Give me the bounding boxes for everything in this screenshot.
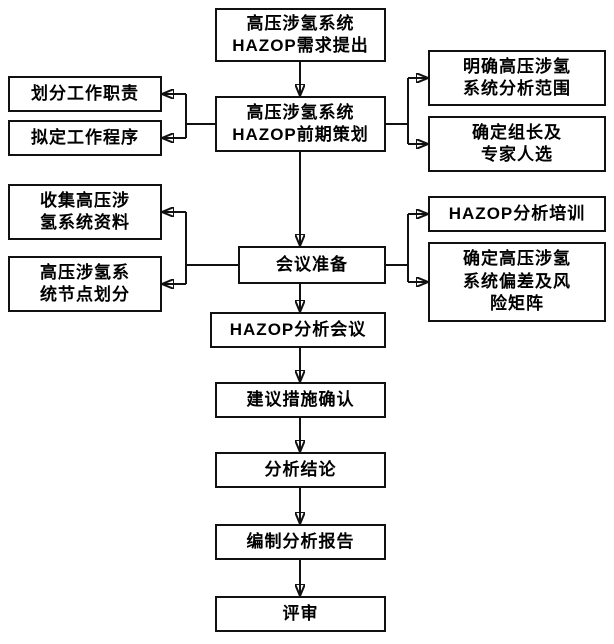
flow-box-planning: 高压涉氢系统 HAZOP前期策划 xyxy=(215,96,386,152)
flow-box-scope: 明确高压涉氢 系统分析范围 xyxy=(428,50,606,106)
flow-box-collect: 收集高压涉 氢系统资料 xyxy=(8,184,162,240)
flow-box-hazop-meeting: HAZOP分析会议 xyxy=(210,312,386,348)
flow-box-duty: 划分工作职责 xyxy=(8,76,162,112)
flow-box-procedure: 拟定工作程序 xyxy=(8,120,162,156)
connector-planning-left xyxy=(185,94,215,138)
flow-box-measures: 建议措施确认 xyxy=(215,382,386,418)
connector-meeting-prep-left xyxy=(185,212,238,284)
flow-box-nodes: 高压涉氢系 统节点划分 xyxy=(8,256,162,312)
flow-box-training: HAZOP分析培训 xyxy=(428,196,606,232)
connector-meeting-prep-right xyxy=(386,214,409,282)
flow-box-meeting-prep: 会议准备 xyxy=(238,246,386,284)
flow-box-leader: 确定组长及 专家人选 xyxy=(428,116,606,172)
flow-box-matrix: 确定高压涉氢 系统偏差及风 险矩阵 xyxy=(428,242,606,322)
flow-box-demand: 高压涉氢系统 HAZOP需求提出 xyxy=(215,8,386,62)
flow-box-conclusion: 分析结论 xyxy=(215,452,386,488)
flow-box-report: 编制分析报告 xyxy=(215,524,386,560)
connector-planning-right xyxy=(386,78,409,144)
flow-box-review: 评审 xyxy=(215,596,386,632)
